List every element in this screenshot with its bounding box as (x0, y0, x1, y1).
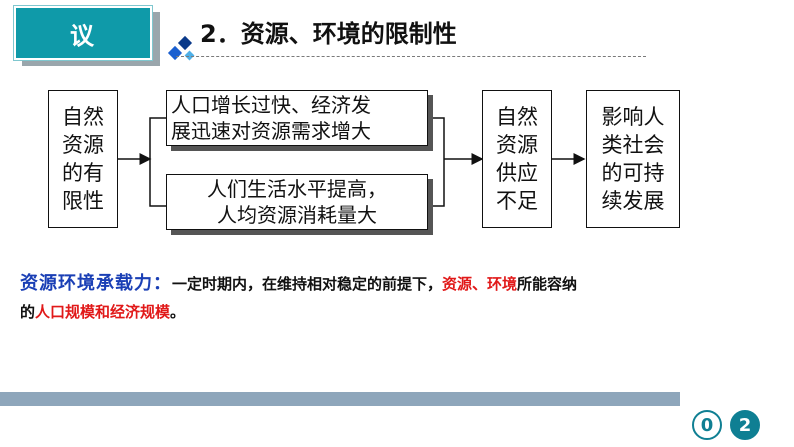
box-line: 人均资源消耗量大 (217, 203, 377, 227)
box-line: 自然 (496, 105, 538, 129)
box-living-standards: 人们生活水平提高， 人均资源消耗量大 (166, 174, 428, 230)
branch-right-bracket (428, 117, 445, 207)
box-population-economy: 人口增长过快、经济发 展迅速对资源需求增大 (166, 90, 428, 146)
definition-term: 资源环境承载力： (20, 273, 172, 294)
box-line: 类社会 (601, 133, 665, 157)
section-badge: 议 (14, 6, 152, 60)
box-line: 自然 (62, 105, 104, 129)
box-line: 供应 (496, 161, 538, 185)
box-line: 限性 (62, 189, 104, 213)
highlight-population-economy-scale: 人口规模和经济规模 (35, 303, 171, 321)
definition-text: 。 (170, 303, 186, 321)
box-line: 资源 (496, 133, 538, 157)
carrying-capacity-definition: 资源环境承载力：一定时期内，在维持相对稳定的前提下，资源、环境所能容纳的人口规模… (20, 270, 760, 326)
box-line: 的可持 (601, 161, 665, 185)
box-line: 人们生活水平提高， (207, 177, 387, 201)
box-line: 不足 (496, 189, 538, 213)
footer-bar (0, 392, 680, 406)
box-line: 影响人 (601, 105, 665, 129)
highlight-resources-environment: 资源、环境 (442, 275, 518, 293)
definition-text: 的 (20, 303, 36, 321)
box-line: 的有 (62, 161, 104, 185)
box-natural-resource-limits: 自然 资源 的有 限性 (48, 90, 118, 228)
section-title: 2．资源、环境的限制性 (200, 20, 457, 48)
box-line: 续发展 (601, 189, 665, 213)
branch-left-bracket (149, 117, 166, 207)
page-number-digit: 0 (692, 410, 722, 440)
badge-label: 议 (70, 21, 96, 50)
box-sustainable-impact: 影响人 类社会 的可持 续发展 (586, 90, 680, 228)
box-supply-shortage: 自然 资源 供应 不足 (482, 90, 552, 228)
box-line: 人口增长过快、经济发 (171, 93, 371, 117)
box-line: 展迅速对资源需求增大 (171, 119, 371, 143)
definition-text: 一定时期内，在维持相对稳定的前提下， (172, 275, 443, 293)
page-number-digit: 2 (730, 410, 760, 440)
box-line: 资源 (62, 133, 104, 157)
definition-text: 所能容纳 (517, 275, 578, 293)
title-divider (176, 56, 646, 57)
